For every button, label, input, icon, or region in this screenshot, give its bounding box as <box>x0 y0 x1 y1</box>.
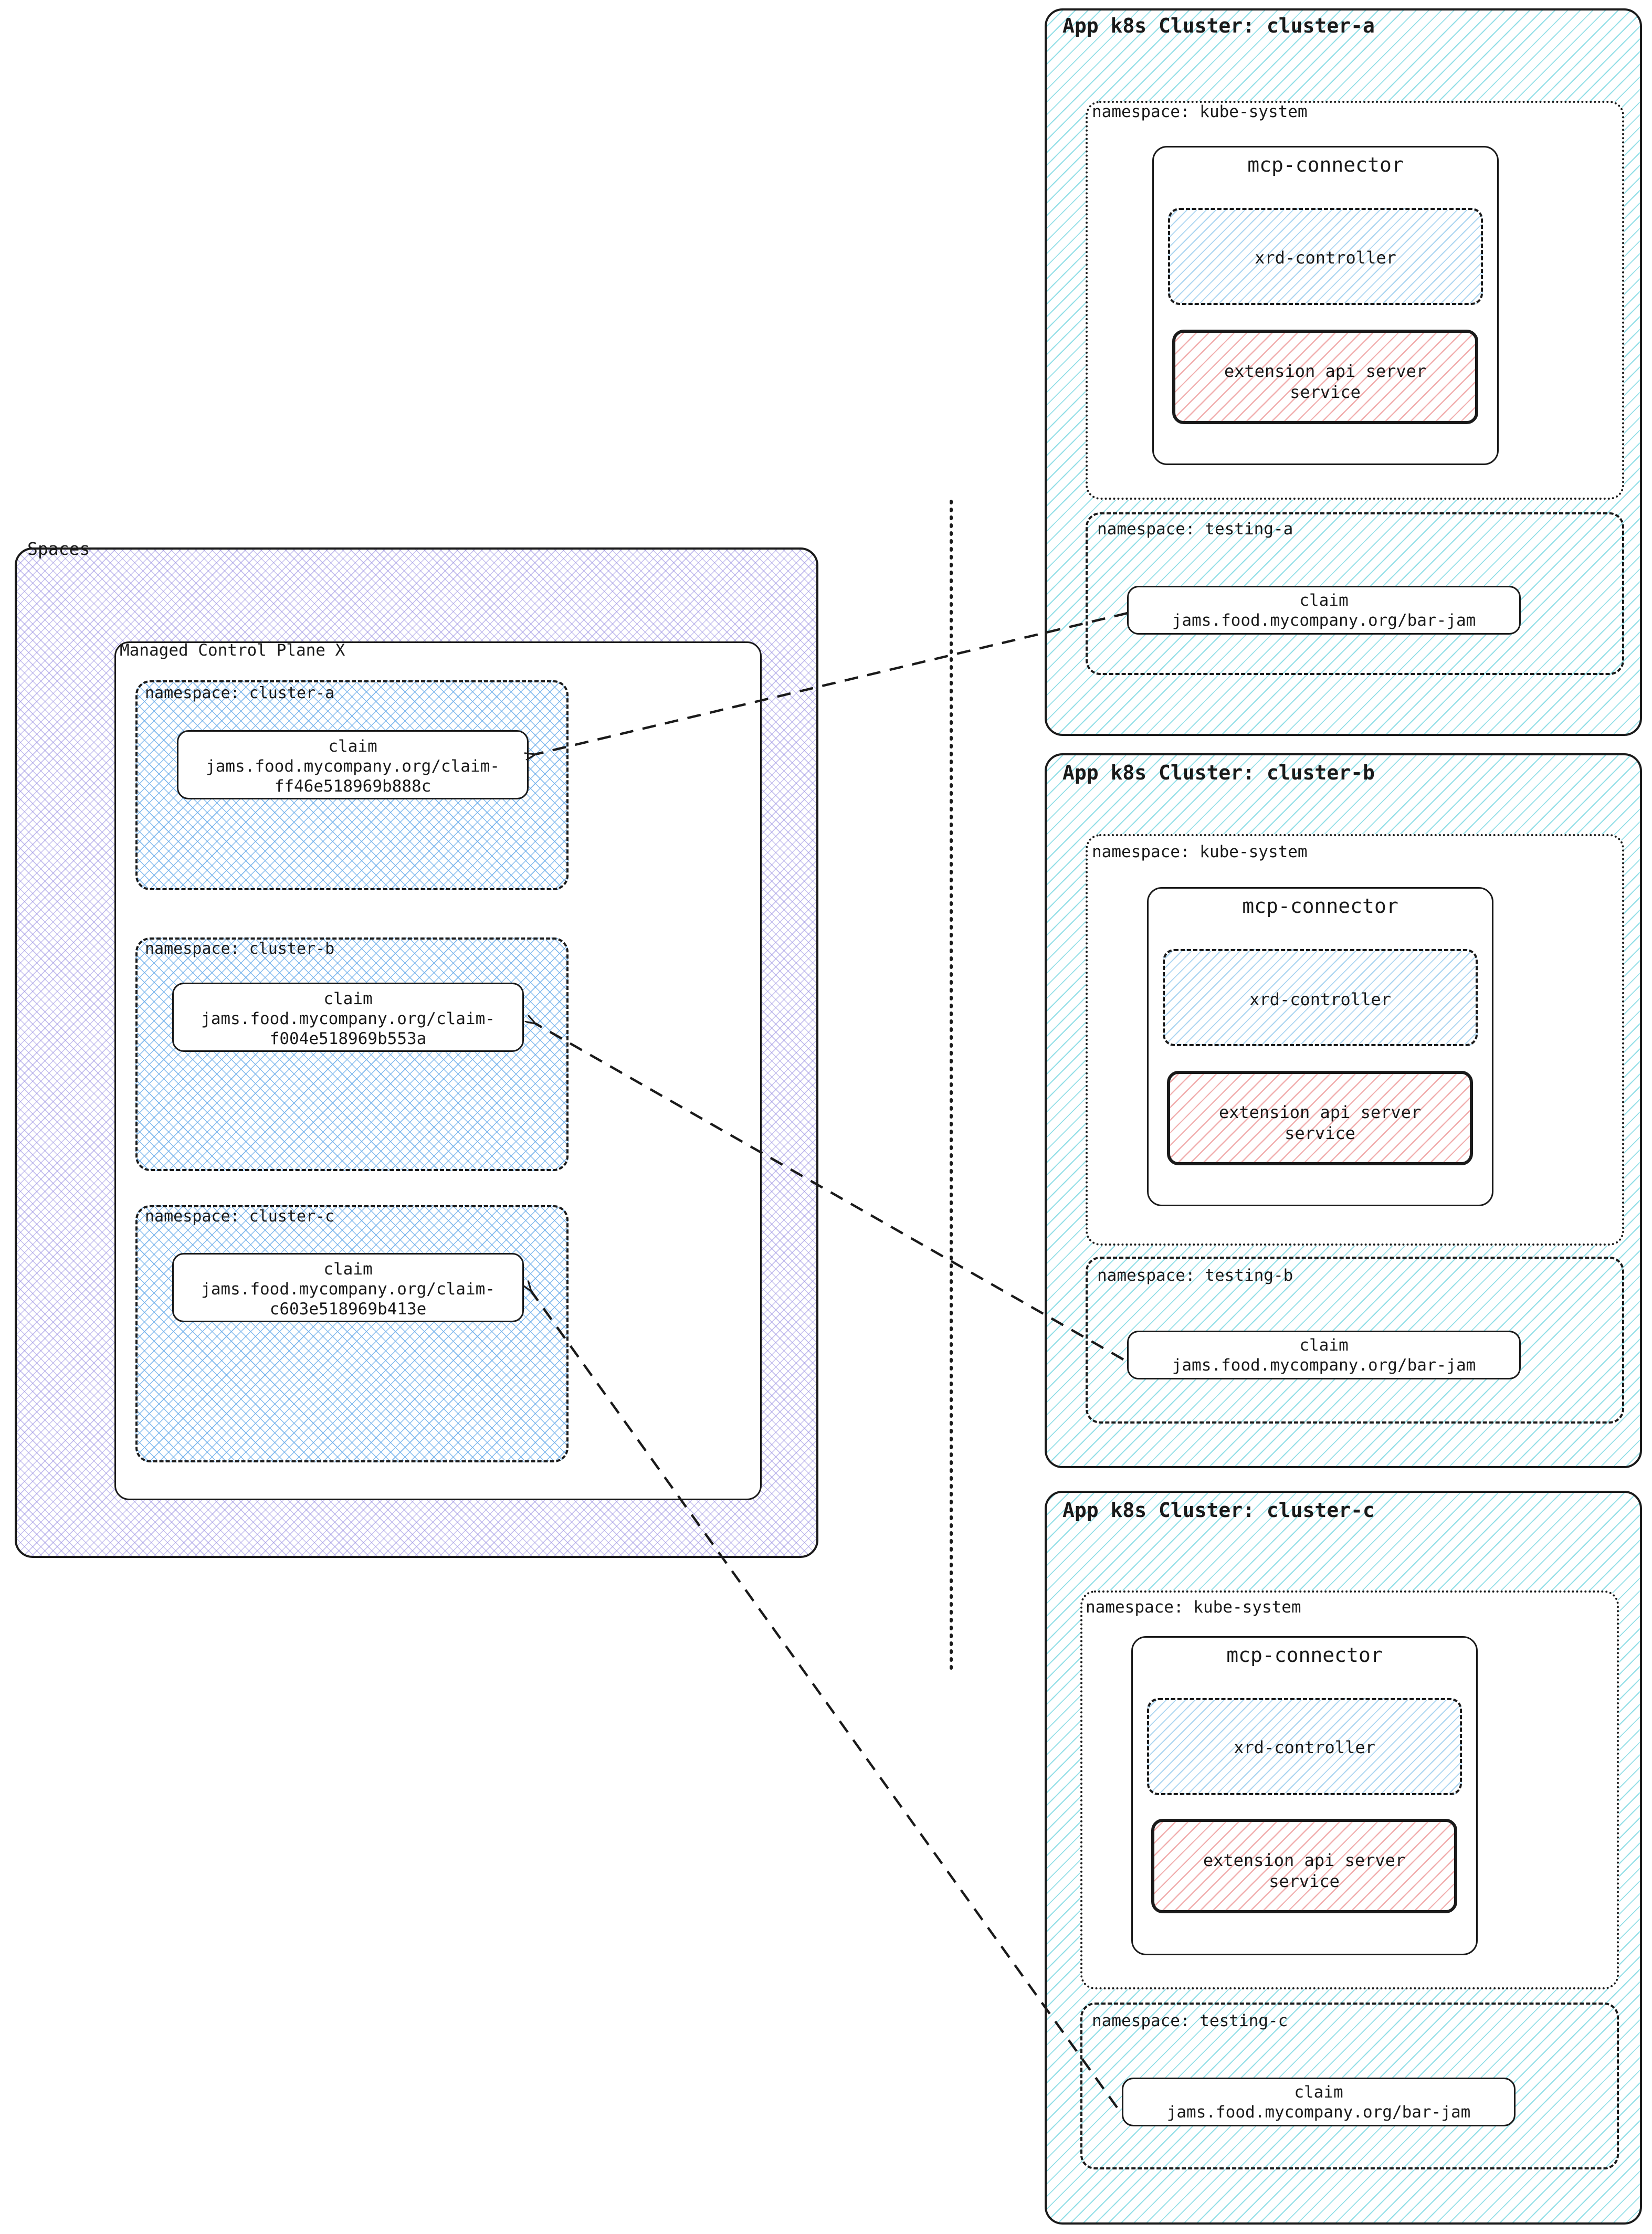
testing-namespace-b-label: namespace: testing-b <box>1097 1266 1293 1285</box>
claim-kind-testing-c: claim <box>1294 2083 1343 2102</box>
claim-ref-line2-cluster-b: f004e518969b553a <box>269 1029 427 1048</box>
kube-system-namespace-c-label: namespace: kube-system <box>1086 1598 1301 1617</box>
claim-kind-cluster-a: claim <box>328 737 377 756</box>
claim-box-testing-c[interactable]: claim jams.food.mycompany.org/bar-jam <box>1122 2078 1516 2126</box>
namespace-cluster-c <box>135 1205 569 1462</box>
extension-api-server-service-c-line2: service <box>1269 1871 1340 1891</box>
testing-namespace-c-label: namespace: testing-c <box>1092 2011 1288 2030</box>
claim-kind-cluster-c: claim <box>323 1260 373 1279</box>
claim-box-testing-b[interactable]: claim jams.food.mycompany.org/bar-jam <box>1127 1331 1521 1379</box>
extension-api-server-service-a-line2: service <box>1290 382 1361 402</box>
xrd-controller-c-label: xrd-controller <box>1234 1737 1375 1757</box>
claim-ref-line2-cluster-c: c603e518969b413e <box>269 1300 427 1319</box>
claim-ref-line2-cluster-a: ff46e518969b888c <box>274 777 432 796</box>
claim-ref-testing-b: jams.food.mycompany.org/bar-jam <box>1172 1356 1476 1375</box>
namespace-cluster-a-label: namespace: cluster-a <box>145 684 335 702</box>
managed-control-plane-label: Managed Control Plane X <box>120 641 345 660</box>
testing-namespace-a <box>1086 512 1624 675</box>
extension-api-server-service-a <box>1172 330 1478 424</box>
claim-kind-testing-b: claim <box>1299 1336 1349 1355</box>
cluster-panel-b-label: App k8s Cluster: cluster-b <box>1062 761 1375 784</box>
extension-api-server-service-b-line1: extension api server <box>1218 1102 1422 1122</box>
claim-ref-line1-cluster-c: jams.food.mycompany.org/claim- <box>201 1280 495 1299</box>
mcp-connector-a-label: mcp-connector <box>1247 153 1404 176</box>
xrd-controller-b <box>1163 949 1478 1046</box>
cluster-panel-c-label: App k8s Cluster: cluster-c <box>1062 1499 1375 1522</box>
spaces-label: Spaces <box>27 539 90 559</box>
claim-ref-testing-a: jams.food.mycompany.org/bar-jam <box>1172 611 1476 630</box>
xrd-controller-b-label: xrd-controller <box>1249 989 1391 1009</box>
xrd-controller-a-label: xrd-controller <box>1255 248 1396 268</box>
claim-ref-line1-cluster-b: jams.food.mycompany.org/claim- <box>201 1009 495 1028</box>
claim-ref-testing-c: jams.food.mycompany.org/bar-jam <box>1166 2103 1471 2122</box>
claim-box-cluster-c[interactable]: claim jams.food.mycompany.org/claim- c60… <box>172 1253 524 1322</box>
claim-box-cluster-a[interactable]: claim jams.food.mycompany.org/claim- ff4… <box>177 730 529 799</box>
namespace-cluster-b <box>135 937 569 1171</box>
namespace-cluster-c-label: namespace: cluster-c <box>145 1207 335 1226</box>
cluster-panel-a-label: App k8s Cluster: cluster-a <box>1062 14 1375 37</box>
extension-api-server-service-c-line1: extension api server <box>1203 1850 1406 1870</box>
kube-system-namespace-b-label: namespace: kube-system <box>1092 842 1308 861</box>
claim-kind-testing-a: claim <box>1299 591 1349 610</box>
claim-box-cluster-b[interactable]: claim jams.food.mycompany.org/claim- f00… <box>172 983 524 1052</box>
xrd-controller-c <box>1147 1698 1462 1795</box>
mcp-connector-b-label: mcp-connector <box>1242 894 1398 918</box>
extension-api-server-service-b <box>1167 1071 1473 1165</box>
namespace-cluster-b-label: namespace: cluster-b <box>145 940 335 958</box>
kube-system-namespace-a-label: namespace: kube-system <box>1092 102 1308 121</box>
extension-api-server-service-b-line2: service <box>1285 1123 1355 1143</box>
extension-api-server-service-a-line1: extension api server <box>1224 361 1427 381</box>
extension-api-server-service-c <box>1151 1819 1457 1913</box>
mcp-connector-c-label: mcp-connector <box>1226 1643 1383 1667</box>
testing-namespace-a-label: namespace: testing-a <box>1097 520 1293 539</box>
claim-box-testing-a[interactable]: claim jams.food.mycompany.org/bar-jam <box>1127 586 1521 635</box>
claim-ref-line1-cluster-a: jams.food.mycompany.org/claim- <box>206 757 500 776</box>
claim-kind-cluster-b: claim <box>323 989 373 1008</box>
xrd-controller-a <box>1168 208 1483 305</box>
